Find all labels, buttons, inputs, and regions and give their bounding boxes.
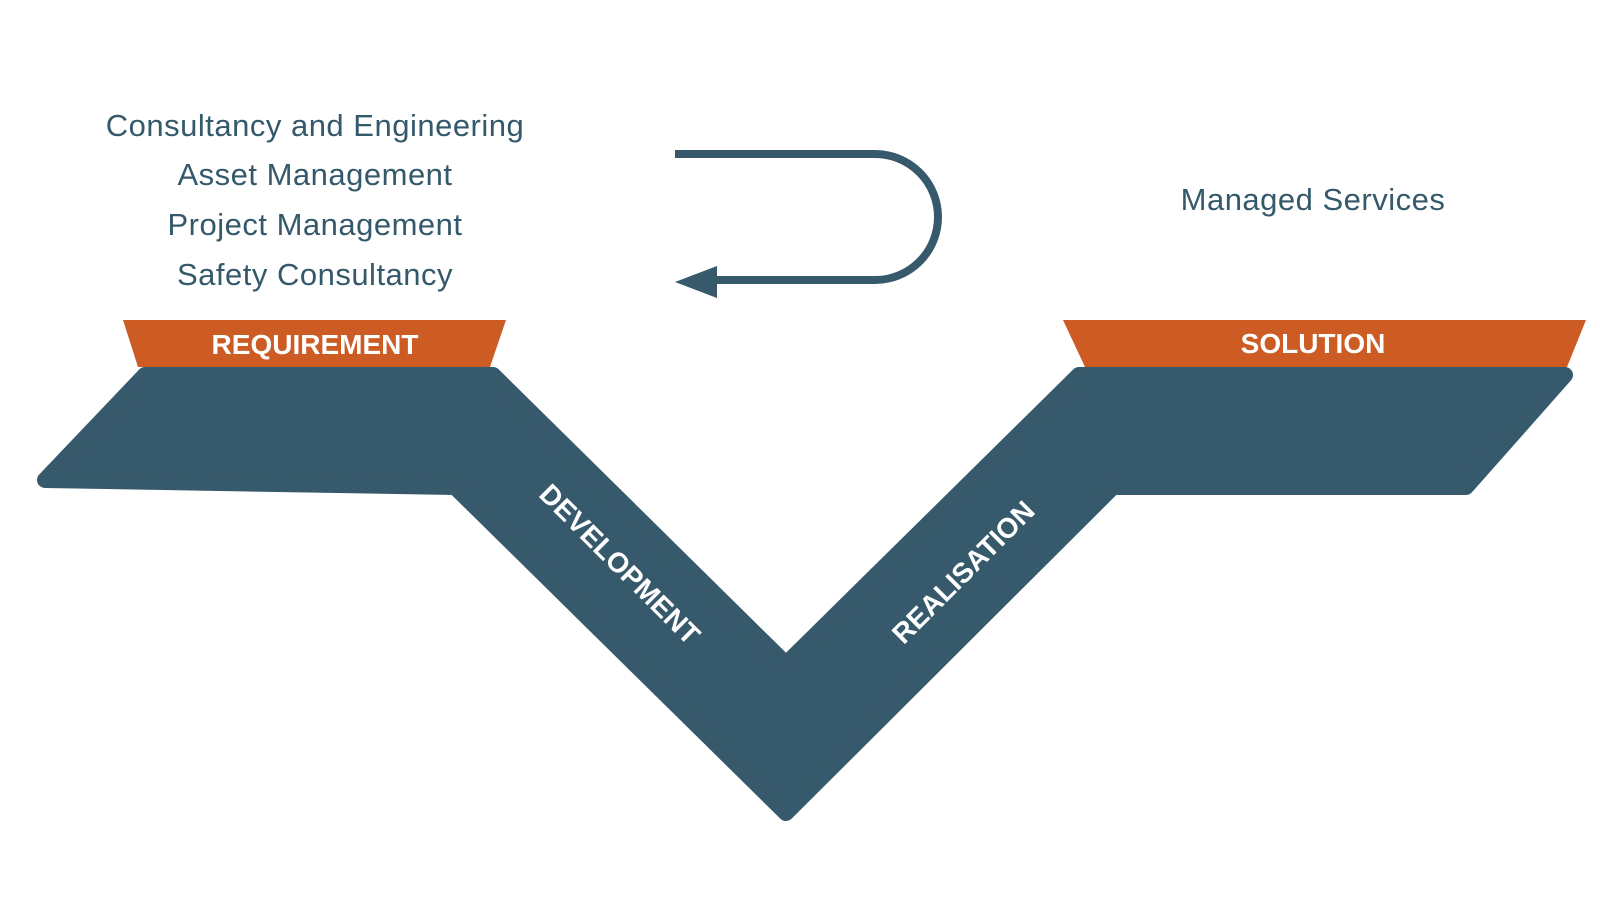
stage-requirement-label: REQUIREMENT	[212, 329, 419, 360]
feedback-arrow-line	[675, 150, 942, 284]
left-services-list: Consultancy and Engineering Asset Manage…	[106, 108, 525, 292]
solution-tab-shape	[1063, 320, 1586, 367]
service-asset-management: Asset Management	[177, 157, 452, 192]
solution-tab: SOLUTION	[1063, 320, 1586, 367]
service-project-management: Project Management	[167, 207, 462, 242]
stage-solution-label: SOLUTION	[1241, 328, 1386, 359]
feedback-arrowhead-icon	[675, 266, 717, 298]
service-safety-consultancy: Safety Consultancy	[177, 257, 453, 292]
service-consultancy-engineering: Consultancy and Engineering	[106, 108, 525, 143]
requirement-tab-shape	[123, 320, 506, 367]
right-services-list: Managed Services	[1181, 182, 1446, 217]
v-process-band	[37, 367, 1573, 821]
feedback-arrow	[675, 150, 942, 298]
service-managed-services: Managed Services	[1181, 182, 1446, 217]
requirement-tab: REQUIREMENT	[123, 320, 506, 367]
